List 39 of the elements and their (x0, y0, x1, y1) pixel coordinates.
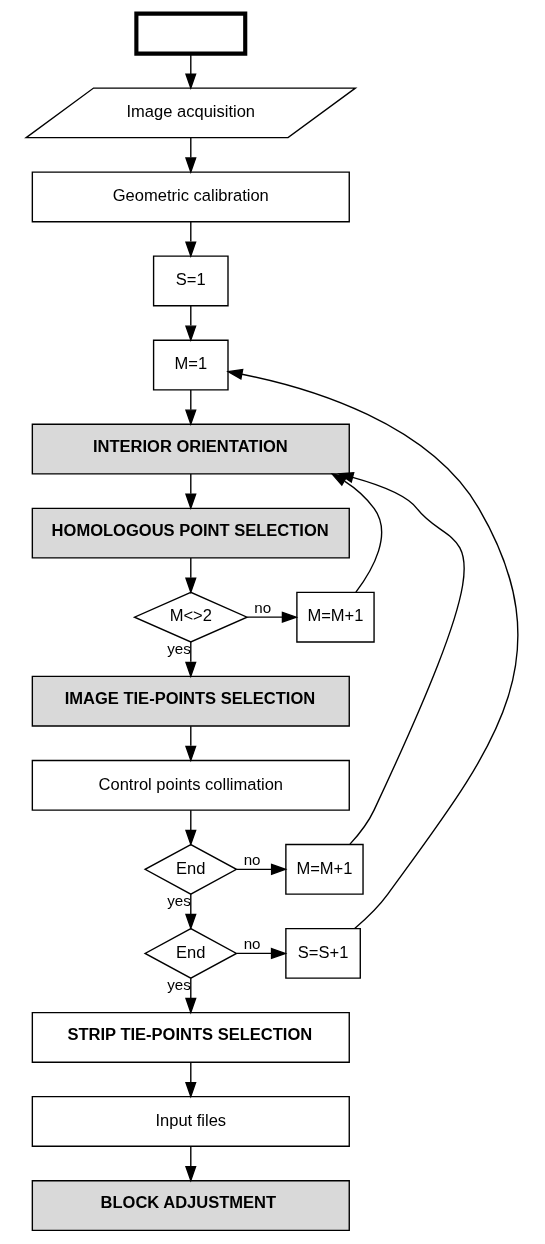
arrow (185, 473, 197, 511)
node-box: IMAGE TIE-POINTS SELECTION (31, 675, 350, 727)
node-diamond: End (143, 843, 238, 895)
node-diamond: End (143, 927, 238, 979)
node-box: M=1 (152, 339, 229, 391)
arrow (185, 305, 197, 342)
arrow (236, 863, 288, 876)
arrow (236, 947, 288, 960)
arrow (185, 137, 197, 174)
node-box: STRIP TIE-POINTS SELECTION (31, 1011, 350, 1063)
node-box: Control points collimation (31, 759, 350, 811)
arrow (185, 893, 197, 931)
arrow (185, 389, 197, 427)
node-diamond: M<>2 (132, 591, 249, 643)
node-box: BLOCK ADJUSTMENT (31, 1180, 350, 1232)
arrow (185, 641, 197, 679)
arrow (185, 725, 197, 763)
node-box: INTERIOR ORIENTATION (31, 423, 350, 475)
edge-label: no (243, 934, 261, 952)
edge-label: no (243, 850, 261, 868)
node-box: S=1 (152, 255, 229, 307)
arrow (226, 368, 519, 930)
arrow (185, 809, 197, 847)
node-box (134, 11, 248, 56)
arrow (185, 221, 197, 258)
arrow (185, 53, 197, 90)
arrow (185, 977, 197, 1015)
arrow (185, 1145, 197, 1183)
node-box: M=M+1 (296, 591, 375, 643)
node-box: S=S+1 (285, 927, 361, 979)
node-box: HOMOLOGOUS POINT SELECTION (31, 507, 350, 559)
arrow (185, 1061, 197, 1099)
arrow (185, 557, 197, 595)
node-box: M=M+1 (285, 843, 364, 895)
node-box: Geometric calibration (31, 171, 350, 223)
node-box: Input files (31, 1096, 350, 1147)
arrow (246, 611, 299, 623)
arrow (337, 471, 465, 845)
edge-label: no (254, 598, 272, 616)
